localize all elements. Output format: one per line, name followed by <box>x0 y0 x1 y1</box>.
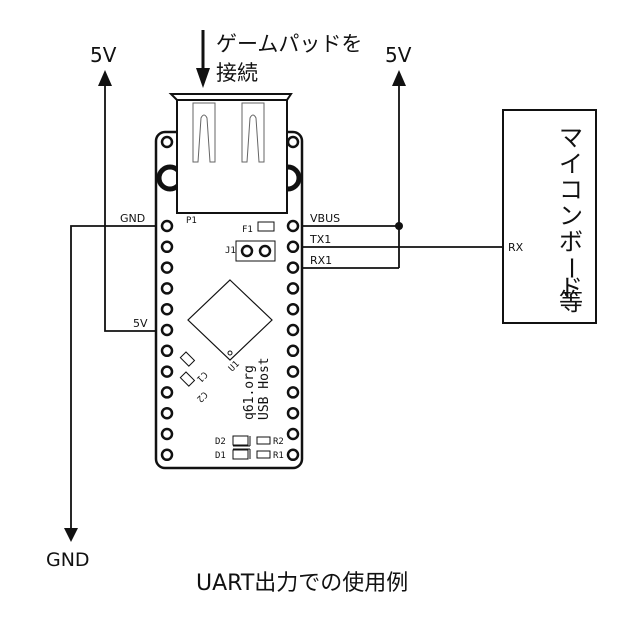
header-pin <box>286 261 300 274</box>
svg-text:イ: イ <box>559 150 583 178</box>
connect-arrow <box>196 30 210 88</box>
svg-text:ー: ー <box>557 256 585 280</box>
usb-host-board: P1 F1 J1 U1 C1 C2 q61.org USB Host D2 D1 <box>154 93 304 470</box>
header-pin <box>160 365 174 378</box>
header-pin <box>286 448 300 462</box>
pin-label-vbus: VBUS <box>310 212 340 225</box>
ref-j1: J1 <box>225 246 236 256</box>
header-pin <box>286 219 300 233</box>
header-pin <box>160 406 174 420</box>
ic-u1-outline <box>187 279 273 361</box>
ref-d1: D1 <box>215 451 226 461</box>
header-pin <box>160 344 174 358</box>
ref-r2: R2 <box>273 437 284 447</box>
header-pin <box>286 386 300 399</box>
header-pin <box>160 261 174 274</box>
connect-note-line1: ゲームパッドを <box>216 32 362 56</box>
header-pin <box>286 323 300 337</box>
svg-text:コ: コ <box>559 176 583 204</box>
header-pin <box>286 427 300 441</box>
right-header-pins <box>286 219 300 462</box>
svg-text:マ: マ <box>559 124 583 152</box>
target-pin-rx: RX <box>508 241 524 254</box>
diagram-title: UART出力での使用例 <box>196 571 408 596</box>
ground-label: GND <box>46 549 90 571</box>
header-pin <box>286 344 300 358</box>
header-pin <box>286 240 300 254</box>
svg-text:ド: ド <box>559 274 583 302</box>
connect-note-line2: 接続 <box>216 61 258 85</box>
left-header-pins <box>160 219 174 462</box>
pin-label-gnd: GND <box>120 212 145 225</box>
header-pin <box>286 282 300 295</box>
svg-text:ン: ン <box>559 202 583 230</box>
header-pin <box>160 448 174 462</box>
junction-dot <box>395 222 403 230</box>
ref-r1: R1 <box>273 451 284 461</box>
pin-label-5v: 5V <box>133 317 148 330</box>
power-left-wire <box>98 70 162 332</box>
header-pin <box>160 386 174 399</box>
target-board-label: マ イ コ ン ボ ー ド 等 <box>557 124 585 316</box>
header-pin <box>160 240 174 254</box>
header-pin <box>160 427 174 441</box>
header-pin <box>286 302 300 316</box>
header-pin <box>286 406 300 420</box>
power-right-wire <box>297 70 406 269</box>
header-pin <box>160 282 174 295</box>
svg-text:ボ: ボ <box>559 228 583 256</box>
silkscreen-line1: q61.org <box>242 365 257 420</box>
power-left-label: 5V <box>90 43 117 67</box>
ref-p1: P1 <box>186 216 197 226</box>
header-pin <box>160 219 174 233</box>
header-pin <box>160 323 174 337</box>
ref-d2: D2 <box>215 437 226 447</box>
usb-a-connector <box>168 93 293 214</box>
svg-text:等: 等 <box>559 288 583 316</box>
power-right-label: 5V <box>385 43 412 67</box>
target-board-box <box>502 109 597 324</box>
ground-wire <box>64 225 162 542</box>
header-pin <box>286 365 300 378</box>
silkscreen-line2: USB Host <box>257 357 272 420</box>
pin-label-tx1: TX1 <box>309 233 331 246</box>
header-pin <box>160 302 174 316</box>
ref-f1: F1 <box>242 225 253 235</box>
pin-label-rx1: RX1 <box>310 254 332 267</box>
